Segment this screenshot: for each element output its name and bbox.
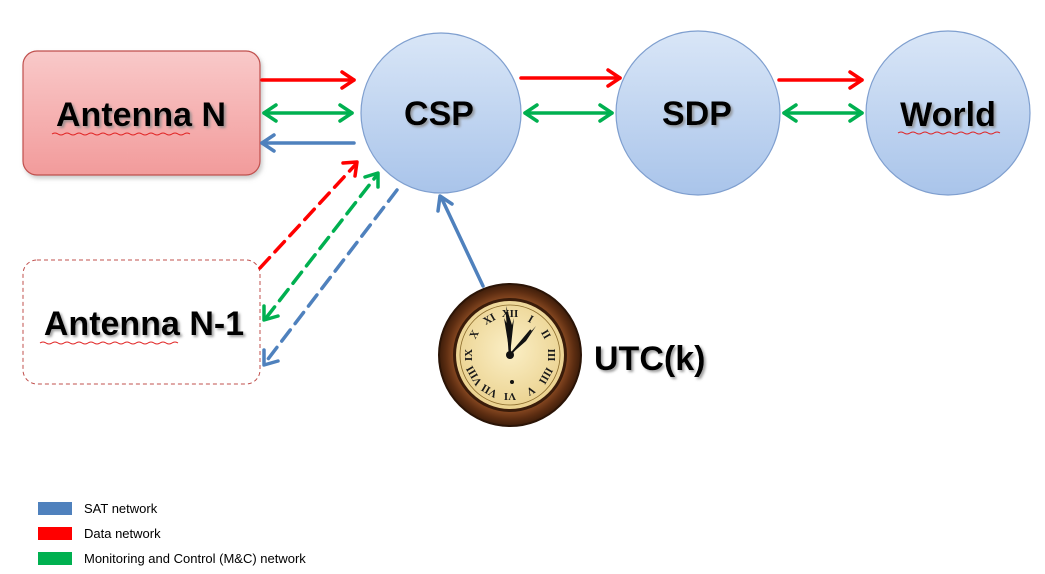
- arrow-data-sdp-to-world: [777, 70, 864, 90]
- csp-label: CSP: [404, 95, 474, 133]
- clock-numeral: III: [545, 349, 557, 362]
- arrow-data-antenna-to-csp: [260, 70, 356, 90]
- spellcheck-underline: [897, 131, 1001, 135]
- antenna-n1-box: [22, 259, 261, 385]
- arrow-mc-antenna-csp: [262, 103, 354, 123]
- antenna-n1-label: Antenna N-1: [44, 305, 244, 343]
- clock-numeral: IX: [463, 349, 475, 361]
- legend-swatch-data: [38, 527, 72, 540]
- clock-numeral: XII: [502, 308, 519, 320]
- spellcheck-underline: [39, 341, 179, 345]
- arrow-mc-csp-sdp: [523, 103, 614, 123]
- legend: SAT network Data network Monitoring and …: [38, 501, 306, 566]
- utc-label: UTC(k): [594, 340, 705, 378]
- csp-node: [360, 32, 522, 194]
- arrow-sat-utc-to-csp: [436, 194, 485, 288]
- arrow-mc-sdp-world: [782, 103, 864, 123]
- antenna-n-box: [22, 50, 261, 176]
- legend-swatch-mc: [38, 552, 72, 565]
- spellcheck-underline: [51, 132, 191, 136]
- antenna-n-label: Antenna N: [56, 96, 226, 134]
- legend-label-mc: Monitoring and Control (M&C) network: [84, 551, 306, 566]
- arrow-sat-csp-to-antenna: [260, 133, 356, 153]
- arrow-sat-csp-to-antenna-n1: [262, 188, 399, 367]
- arrow-mc-antenna-n1-csp: [262, 171, 380, 322]
- legend-label-data: Data network: [84, 526, 161, 541]
- legend-swatch-sat: [38, 502, 72, 515]
- world-node: [865, 30, 1031, 196]
- clock-numeral: VI: [504, 390, 516, 402]
- sdp-node: [615, 30, 781, 196]
- legend-label-sat: SAT network: [84, 501, 158, 516]
- clock-numeral: I: [526, 313, 536, 326]
- world-label: World: [900, 96, 996, 134]
- arrow-data-csp-to-sdp: [519, 68, 622, 88]
- sdp-label: SDP: [662, 95, 732, 133]
- arrow-data-antenna-n1-to-csp: [258, 160, 359, 270]
- clock-numeral: XI: [481, 311, 498, 328]
